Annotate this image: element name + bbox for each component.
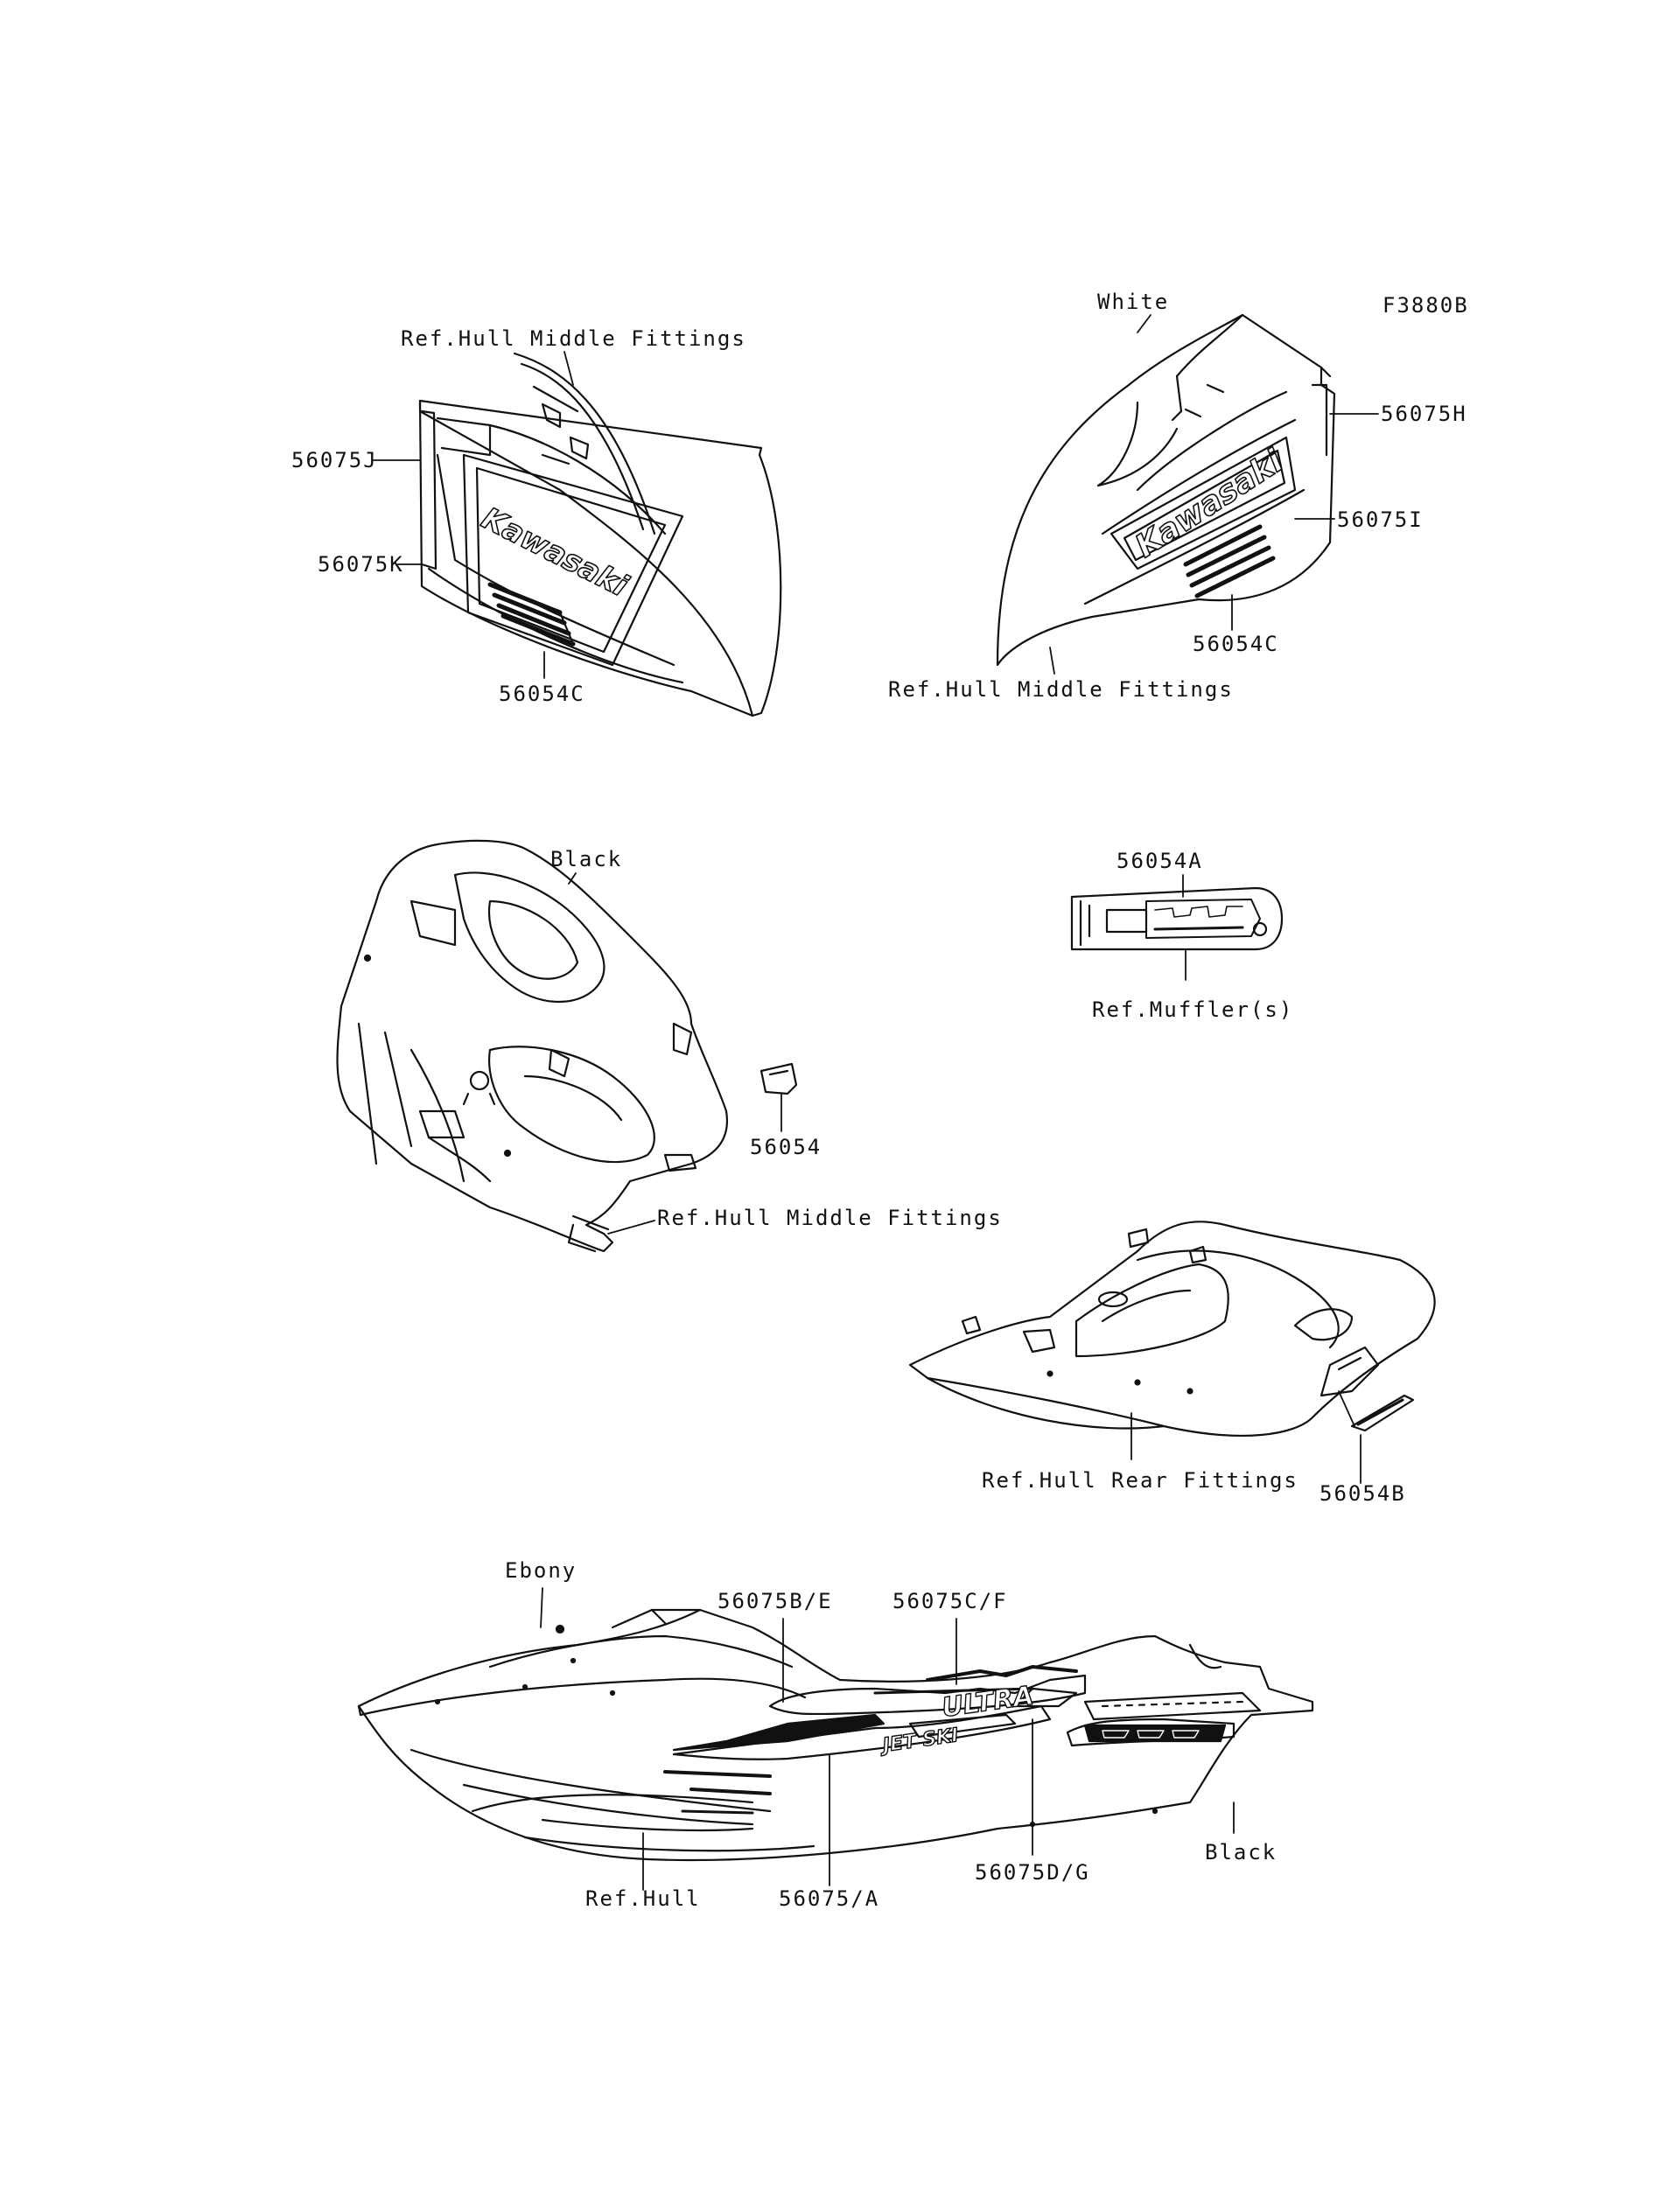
label-ref-hull: Ref.Hull — [585, 1886, 701, 1911]
label-56054: 56054 — [750, 1135, 822, 1159]
jetski-logo: JET SKI — [878, 1725, 960, 1757]
hull-rear-drawing — [908, 1221, 1436, 1484]
right-side-panel-drawing — [996, 313, 1379, 675]
hull-side-drawing — [357, 1587, 1314, 1891]
label-ref-hull-rear-fittings: Ref.Hull Rear Fittings — [982, 1468, 1298, 1493]
label-56075I: 56075I — [1337, 507, 1424, 532]
figure-code: F3880B — [1382, 293, 1469, 318]
label-center-ref-hull-middle-fittings: Ref.Hull Middle Fittings — [657, 1206, 1003, 1230]
label-56075-A: 56075/A — [779, 1886, 880, 1911]
left-side-panel-drawing — [371, 351, 782, 717]
label-56054C-left: 56054C — [499, 682, 585, 706]
label-white: White — [1097, 290, 1170, 314]
label-black-deck: Black — [550, 847, 623, 871]
label-56075J: 56075J — [291, 448, 378, 472]
label-56075B-E: 56075B/E — [718, 1589, 833, 1613]
ultra-model-logo: ULTRA — [940, 1681, 1035, 1724]
hull-middle-deck-drawing — [336, 839, 798, 1253]
label-right-ref-hull-middle-fittings: Ref.Hull Middle Fittings — [888, 677, 1234, 702]
label-56054C-right: 56054C — [1193, 632, 1279, 656]
label-black-hull: Black — [1205, 1840, 1278, 1865]
label-56075D-G: 56075D/G — [975, 1860, 1090, 1885]
label-56075H: 56075H — [1381, 402, 1467, 426]
label-left-ref-hull-middle-fittings: Ref.Hull Middle Fittings — [401, 326, 746, 351]
label-56075C-F: 56075C/F — [892, 1589, 1008, 1613]
label-ebony: Ebony — [505, 1558, 578, 1583]
label-56054A: 56054A — [1116, 849, 1203, 873]
muffler-drawing — [1070, 874, 1284, 981]
label-56054B: 56054B — [1320, 1481, 1406, 1506]
label-ref-mufflers: Ref.Muffler(s) — [1092, 997, 1294, 1022]
label-56075K: 56075K — [318, 552, 404, 577]
